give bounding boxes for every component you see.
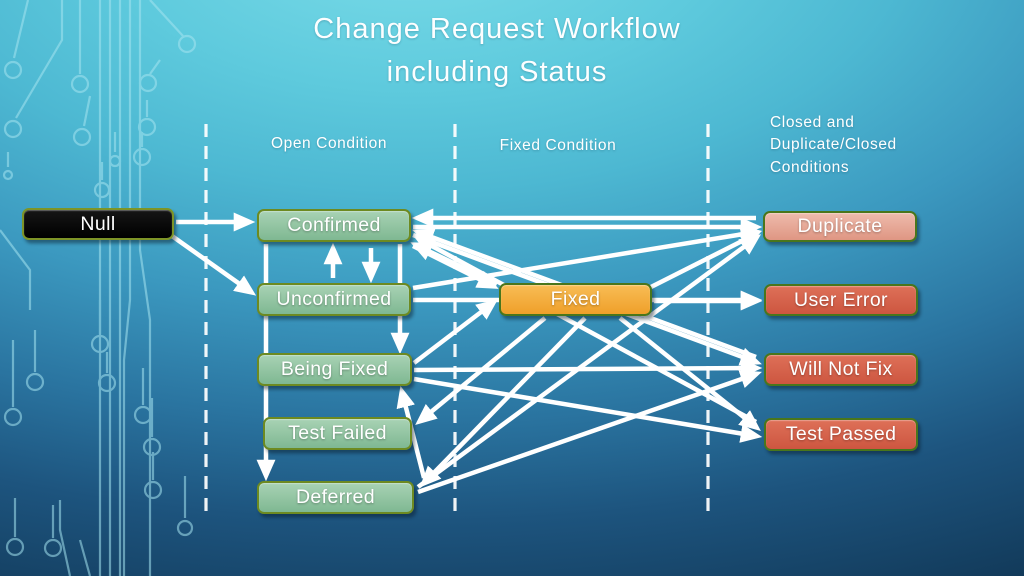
lane-label-open-condition: Open Condition	[270, 135, 388, 152]
edge-deferred-to-duplicate	[416, 234, 762, 489]
edge-fixed-to-duplicate	[649, 231, 762, 290]
node-confirmed: Confirmed	[257, 209, 411, 242]
node-null: Null	[22, 208, 174, 240]
edge-fixed-to-confirmed	[410, 242, 498, 287]
node-user-error: User Error	[764, 284, 918, 316]
edge-being-fixed-to-fixed	[412, 299, 499, 365]
slide-title-line2: including Status	[386, 55, 608, 88]
node-fixed: Fixed	[499, 283, 652, 316]
slide-title-line1: Change Request Workflow	[313, 13, 681, 45]
edge-deferred-to-being-fixed	[396, 385, 427, 479]
node-test-failed: Test Failed	[263, 417, 412, 450]
node-test-passed: Test Passed	[764, 418, 918, 451]
node-deferred: Deferred	[257, 481, 414, 514]
edge-null-to-unconfirmed	[170, 234, 257, 296]
node-will-not-fix: Will Not Fix	[764, 353, 918, 386]
lane-label-fixed-condition: Fixed Condition	[499, 137, 617, 154]
node-being-fixed: Being Fixed	[257, 353, 412, 386]
node-unconfirmed: Unconfirmed	[257, 283, 411, 316]
edge-being-fixed-to-test-passed	[413, 376, 763, 443]
edge-being-fixed-to-will-not-fix	[413, 358, 763, 378]
edge-fixed-to-test-failed	[415, 316, 547, 426]
lane-label-closed-conditions: Closed and Duplicate/Closed Conditions	[770, 114, 897, 176]
slide-title: Change Request Workflow including Status	[197, 8, 797, 94]
edge-fixed-to-deferred	[419, 316, 587, 488]
circuit-decoration	[0, 0, 197, 576]
edge-test-passed-to-confirmed	[413, 235, 758, 424]
edge-deferred-to-will-not-fix	[417, 370, 762, 495]
edge-unconfirmed-to-duplicate	[412, 225, 763, 291]
node-duplicate: Duplicate	[763, 211, 917, 242]
